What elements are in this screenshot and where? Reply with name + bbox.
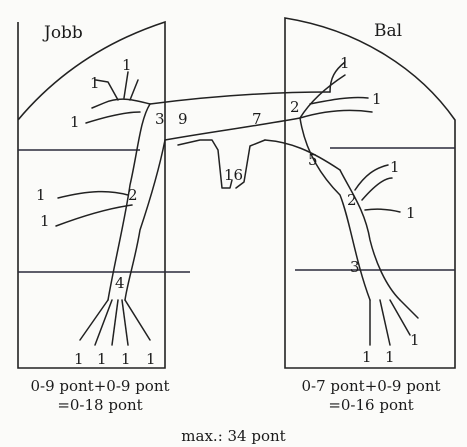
right-upper-number: 3 xyxy=(155,110,165,128)
right-upper-number: 1 xyxy=(122,56,132,74)
left-lower-number: 1 xyxy=(362,348,372,366)
right-middle-number: 2 xyxy=(128,186,138,204)
left-lung-label: Bal xyxy=(374,21,402,41)
left-score-caption: 0-7 pont+0-9 pont =0-16 pont xyxy=(276,377,466,415)
right-lower-number: 1 xyxy=(146,350,156,368)
right-middle-number: 1 xyxy=(36,186,46,204)
left-lower-number: 1 xyxy=(385,348,395,366)
right-hilum-number: 9 xyxy=(178,110,188,128)
right-score-line1: 0-9 pont+0-9 pont xyxy=(0,377,200,396)
trachea-number: 16 xyxy=(224,166,243,184)
max-score-caption: max.: 34 pont xyxy=(0,427,467,446)
right-lower-number: 1 xyxy=(97,350,107,368)
left-upper-number: 2 xyxy=(290,98,300,116)
right-lung-label: Jobb xyxy=(42,23,83,43)
left-score-line2: =0-16 pont xyxy=(276,396,466,415)
right-lower-number: 4 xyxy=(115,274,125,292)
bronchial-tree xyxy=(56,62,418,345)
right-upper-number: 1 xyxy=(70,113,80,131)
left-lower-number: 1 xyxy=(410,331,420,349)
right-lower-number: 1 xyxy=(121,350,131,368)
left-lower-number: 3 xyxy=(350,258,360,276)
left-upper-number: 1 xyxy=(372,90,382,108)
left-hilum-number: 5 xyxy=(308,151,318,169)
left-middle-number: 2 xyxy=(347,191,357,209)
right-upper-number: 1 xyxy=(90,74,100,92)
left-upper-number: 1 xyxy=(340,54,350,72)
right-lower-number: 1 xyxy=(74,350,84,368)
right-score-line2: =0-18 pont xyxy=(0,396,200,415)
left-middle-number: 1 xyxy=(390,158,400,176)
left-score-line1: 0-7 pont+0-9 pont xyxy=(276,377,466,396)
right-score-caption: 0-9 pont+0-9 pont =0-18 pont xyxy=(0,377,200,415)
right-middle-number: 1 xyxy=(40,212,50,230)
left-hilum-number: 7 xyxy=(252,110,262,128)
left-middle-number: 1 xyxy=(406,204,416,222)
